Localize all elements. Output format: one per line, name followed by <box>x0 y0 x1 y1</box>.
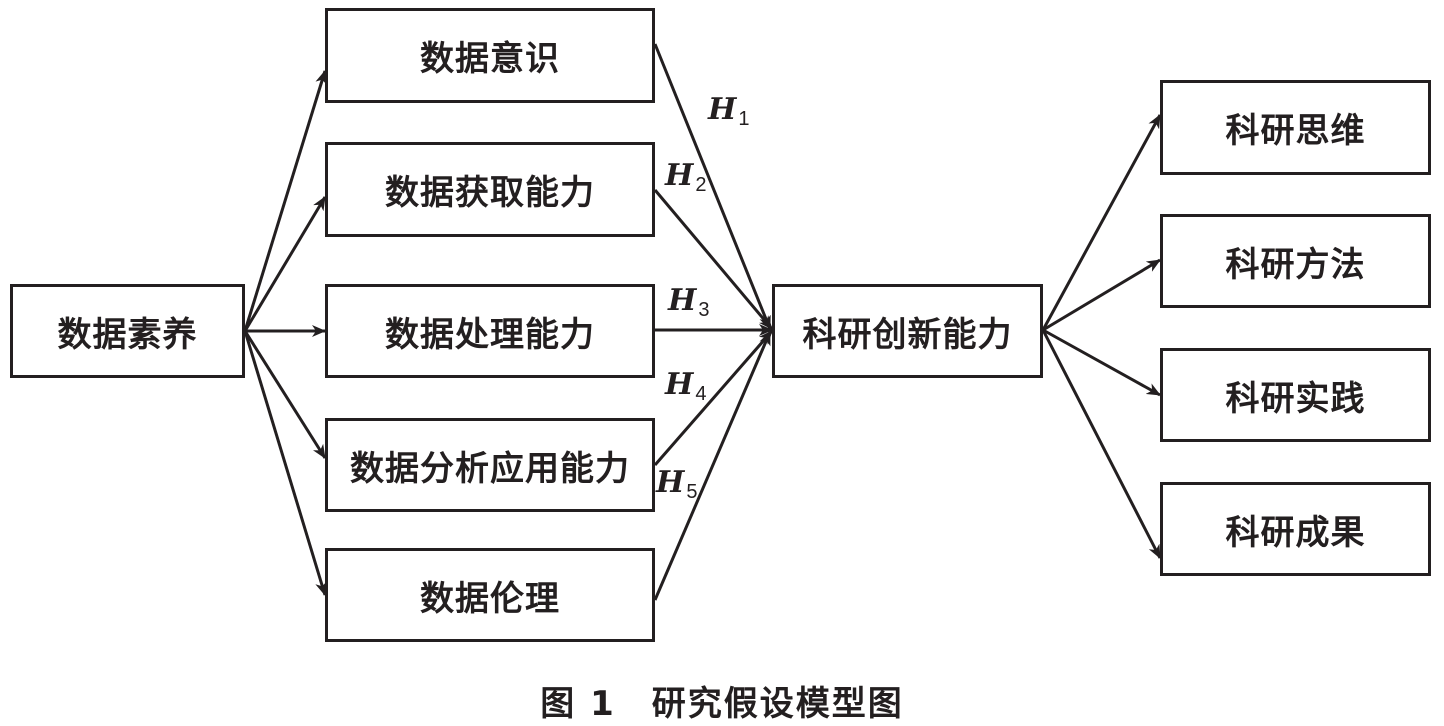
arrow-h5 <box>653 331 772 601</box>
arrow-literacy-to-ethics <box>243 330 327 596</box>
arrow-h1 <box>653 43 772 330</box>
node-research-method: 科研方法 <box>1160 214 1431 308</box>
arrow-innovation-to-outcome <box>1041 329 1162 559</box>
arrow-h4 <box>653 330 774 466</box>
node-data-analysis: 数据分析应用能力 <box>325 418 655 512</box>
arrow-literacy-to-awareness <box>243 70 327 332</box>
node-data-awareness: 数据意识 <box>325 8 655 103</box>
arrow-literacy-to-acquisition <box>243 196 327 332</box>
arrow-h2 <box>653 189 774 330</box>
arrow-innovation-to-method <box>1042 258 1161 332</box>
node-data-acquisition: 数据获取能力 <box>325 142 655 237</box>
node-research-thinking: 科研思维 <box>1160 80 1431 175</box>
arrow-innovation-to-thinking <box>1041 114 1162 331</box>
arrow-literacy-to-analysis <box>243 330 327 459</box>
node-research-outcome: 科研成果 <box>1160 482 1431 576</box>
node-data-processing: 数据处理能力 <box>325 284 655 378</box>
node-data-ethics: 数据伦理 <box>325 548 655 642</box>
node-research-innovation: 科研创新能力 <box>772 284 1043 378</box>
node-data-literacy: 数据素养 <box>10 284 245 378</box>
figure-caption: 图 1 研究假设模型图 <box>540 684 904 724</box>
node-research-practice: 科研实践 <box>1160 348 1431 442</box>
arrow-innovation-to-practice <box>1042 328 1161 397</box>
